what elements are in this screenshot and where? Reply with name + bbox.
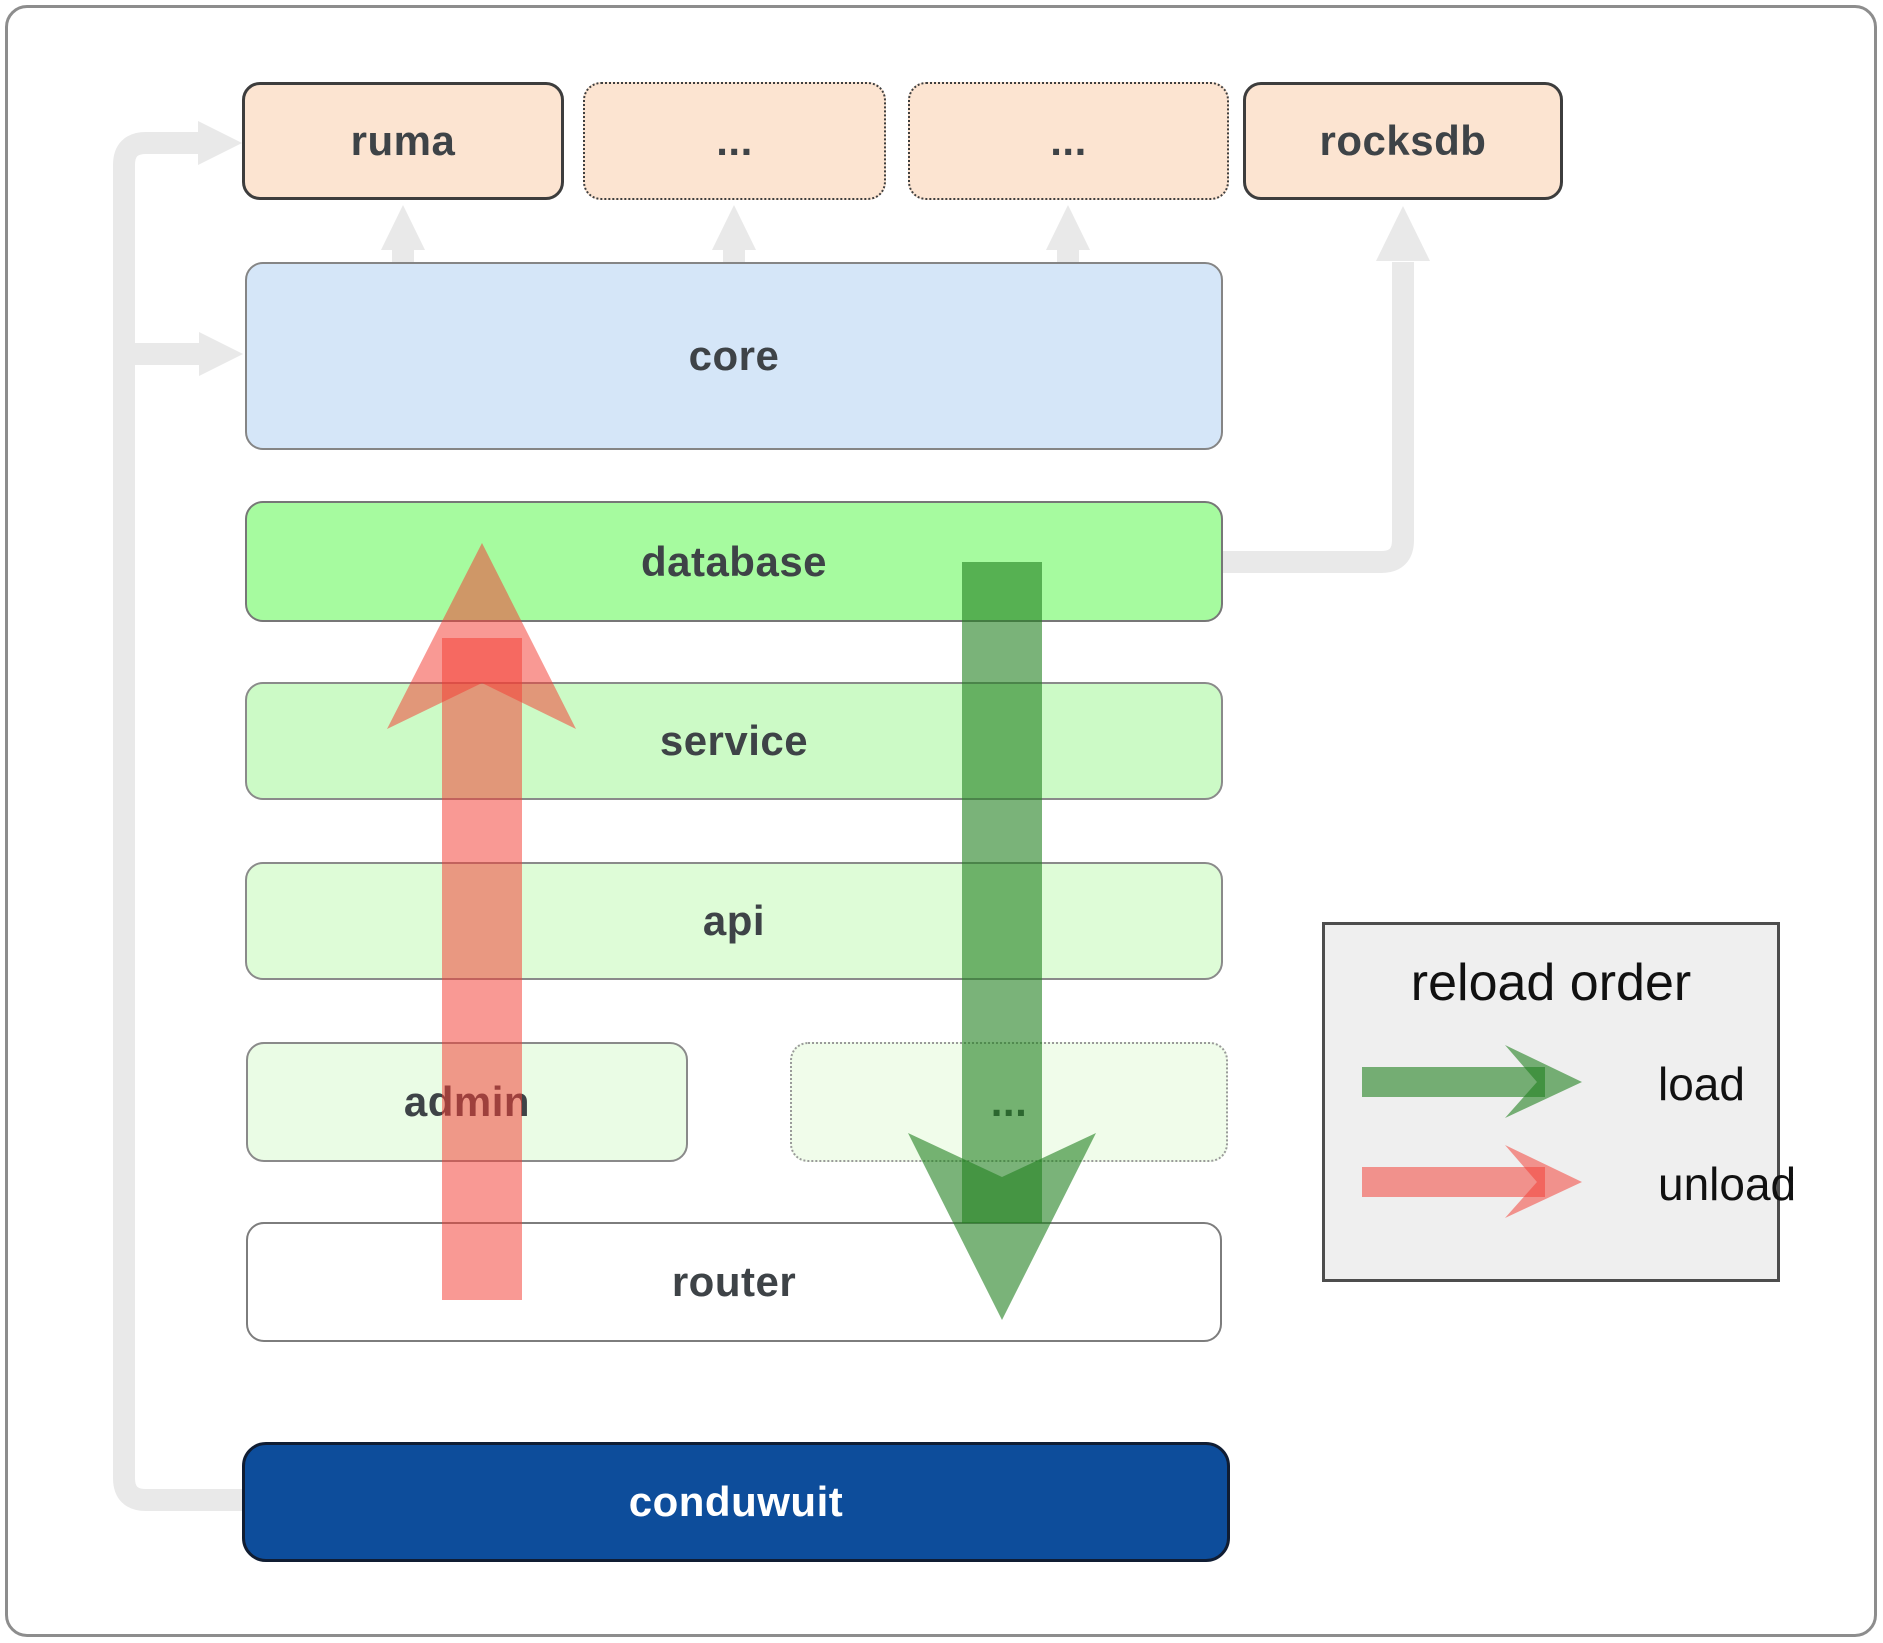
node-database: database [245,501,1223,622]
diagram-outer-frame [5,5,1877,1637]
legend-unload-label: unload [1658,1158,1797,1210]
node-dependency-ellipsis-2: ... [908,82,1229,200]
node-conduwuit: conduwuit [242,1442,1230,1562]
node-router-label: router [671,1258,797,1305]
node-admin-label: admin [403,1078,531,1125]
node-api: api [245,862,1223,980]
node-core-label: core [688,332,780,379]
node-service: service [245,682,1223,800]
node-api-label: api [702,897,766,944]
node-service-label: service [659,717,809,764]
node-router: router [246,1222,1222,1342]
node-admin: admin [246,1042,688,1162]
node-database-label: database [640,537,828,585]
node-ruma: ruma [242,82,564,200]
node-core: core [245,262,1223,450]
node-dependency-ellipsis-1-label: ... [716,117,753,164]
node-admin-row-ellipsis-label: ... [990,1078,1028,1125]
node-ruma-label: ruma [350,117,456,164]
node-rocksdb-label: rocksdb [1319,117,1487,164]
legend-title: reload order [1410,954,1692,1012]
node-dependency-ellipsis-2-label: ... [1050,117,1087,164]
node-rocksdb: rocksdb [1243,82,1563,200]
node-conduwuit-label: conduwuit [628,1478,844,1525]
legend-box: reload order load unload [1322,922,1796,1282]
node-admin-row-ellipsis: ... [790,1042,1228,1162]
legend-load-label: load [1658,1058,1745,1110]
node-dependency-ellipsis-1: ... [583,82,886,200]
